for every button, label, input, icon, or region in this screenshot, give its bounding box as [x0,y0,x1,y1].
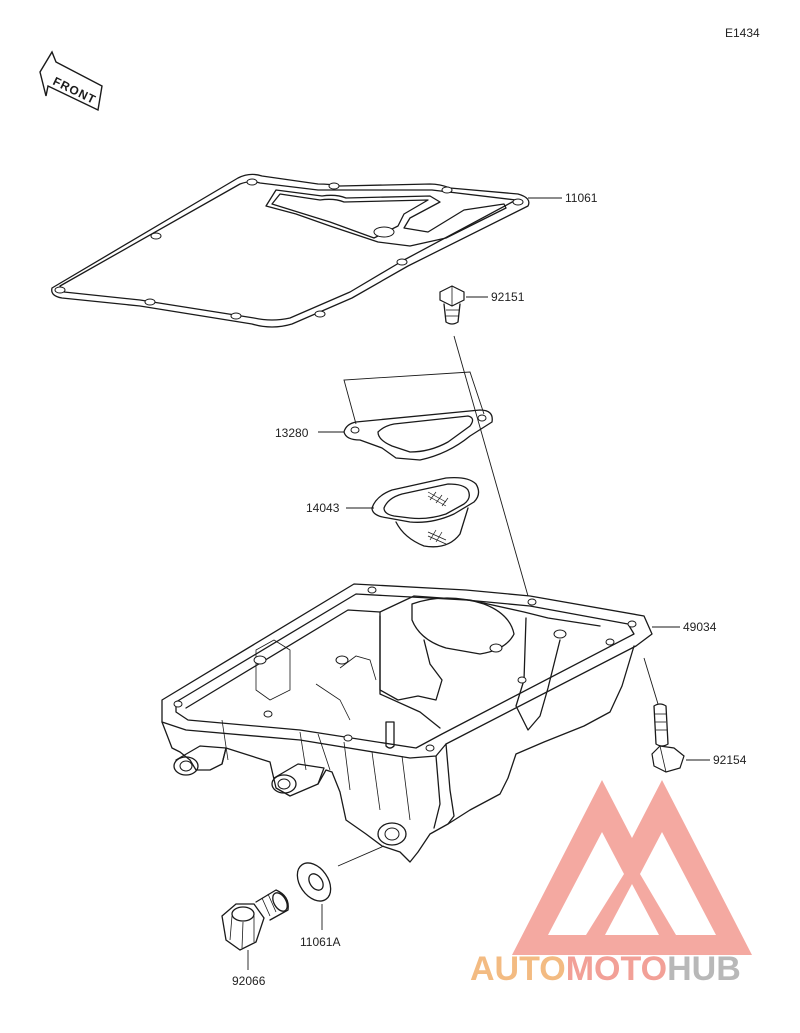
watermark-moto: MOTO [566,950,667,988]
part-label-14043: 14043 [306,501,340,515]
part-label-13280: 13280 [275,426,309,440]
drain-plug [221,889,289,951]
front-arrow-icon: FRONT [39,50,103,112]
washer [296,862,332,902]
part-label-92066: 92066 [232,974,266,988]
svg-text:AUTOMOTOHUB: AUTOMOTOHUB [470,950,741,988]
bolt-92154 [651,703,685,773]
watermark-auto: AUTO [470,950,566,988]
part-label-92151: 92151 [491,290,525,304]
diagram-code: E1434 [725,26,760,40]
part-label-11061A: 11061A [300,935,340,949]
bolt-92151 [439,285,465,325]
gasket-top [51,173,530,328]
part-label-11061: 11061 [565,191,598,205]
oil-pan [161,583,653,863]
watermark-logo: AUTOMOTOHUB [470,780,752,988]
part-label-49034: 49034 [683,620,717,634]
watermark-hub: HUB [667,950,741,988]
part-label-92154: 92154 [713,753,747,767]
mesh-icon [427,491,449,545]
oil-strainer [371,476,480,548]
gasket-strainer [343,409,493,461]
